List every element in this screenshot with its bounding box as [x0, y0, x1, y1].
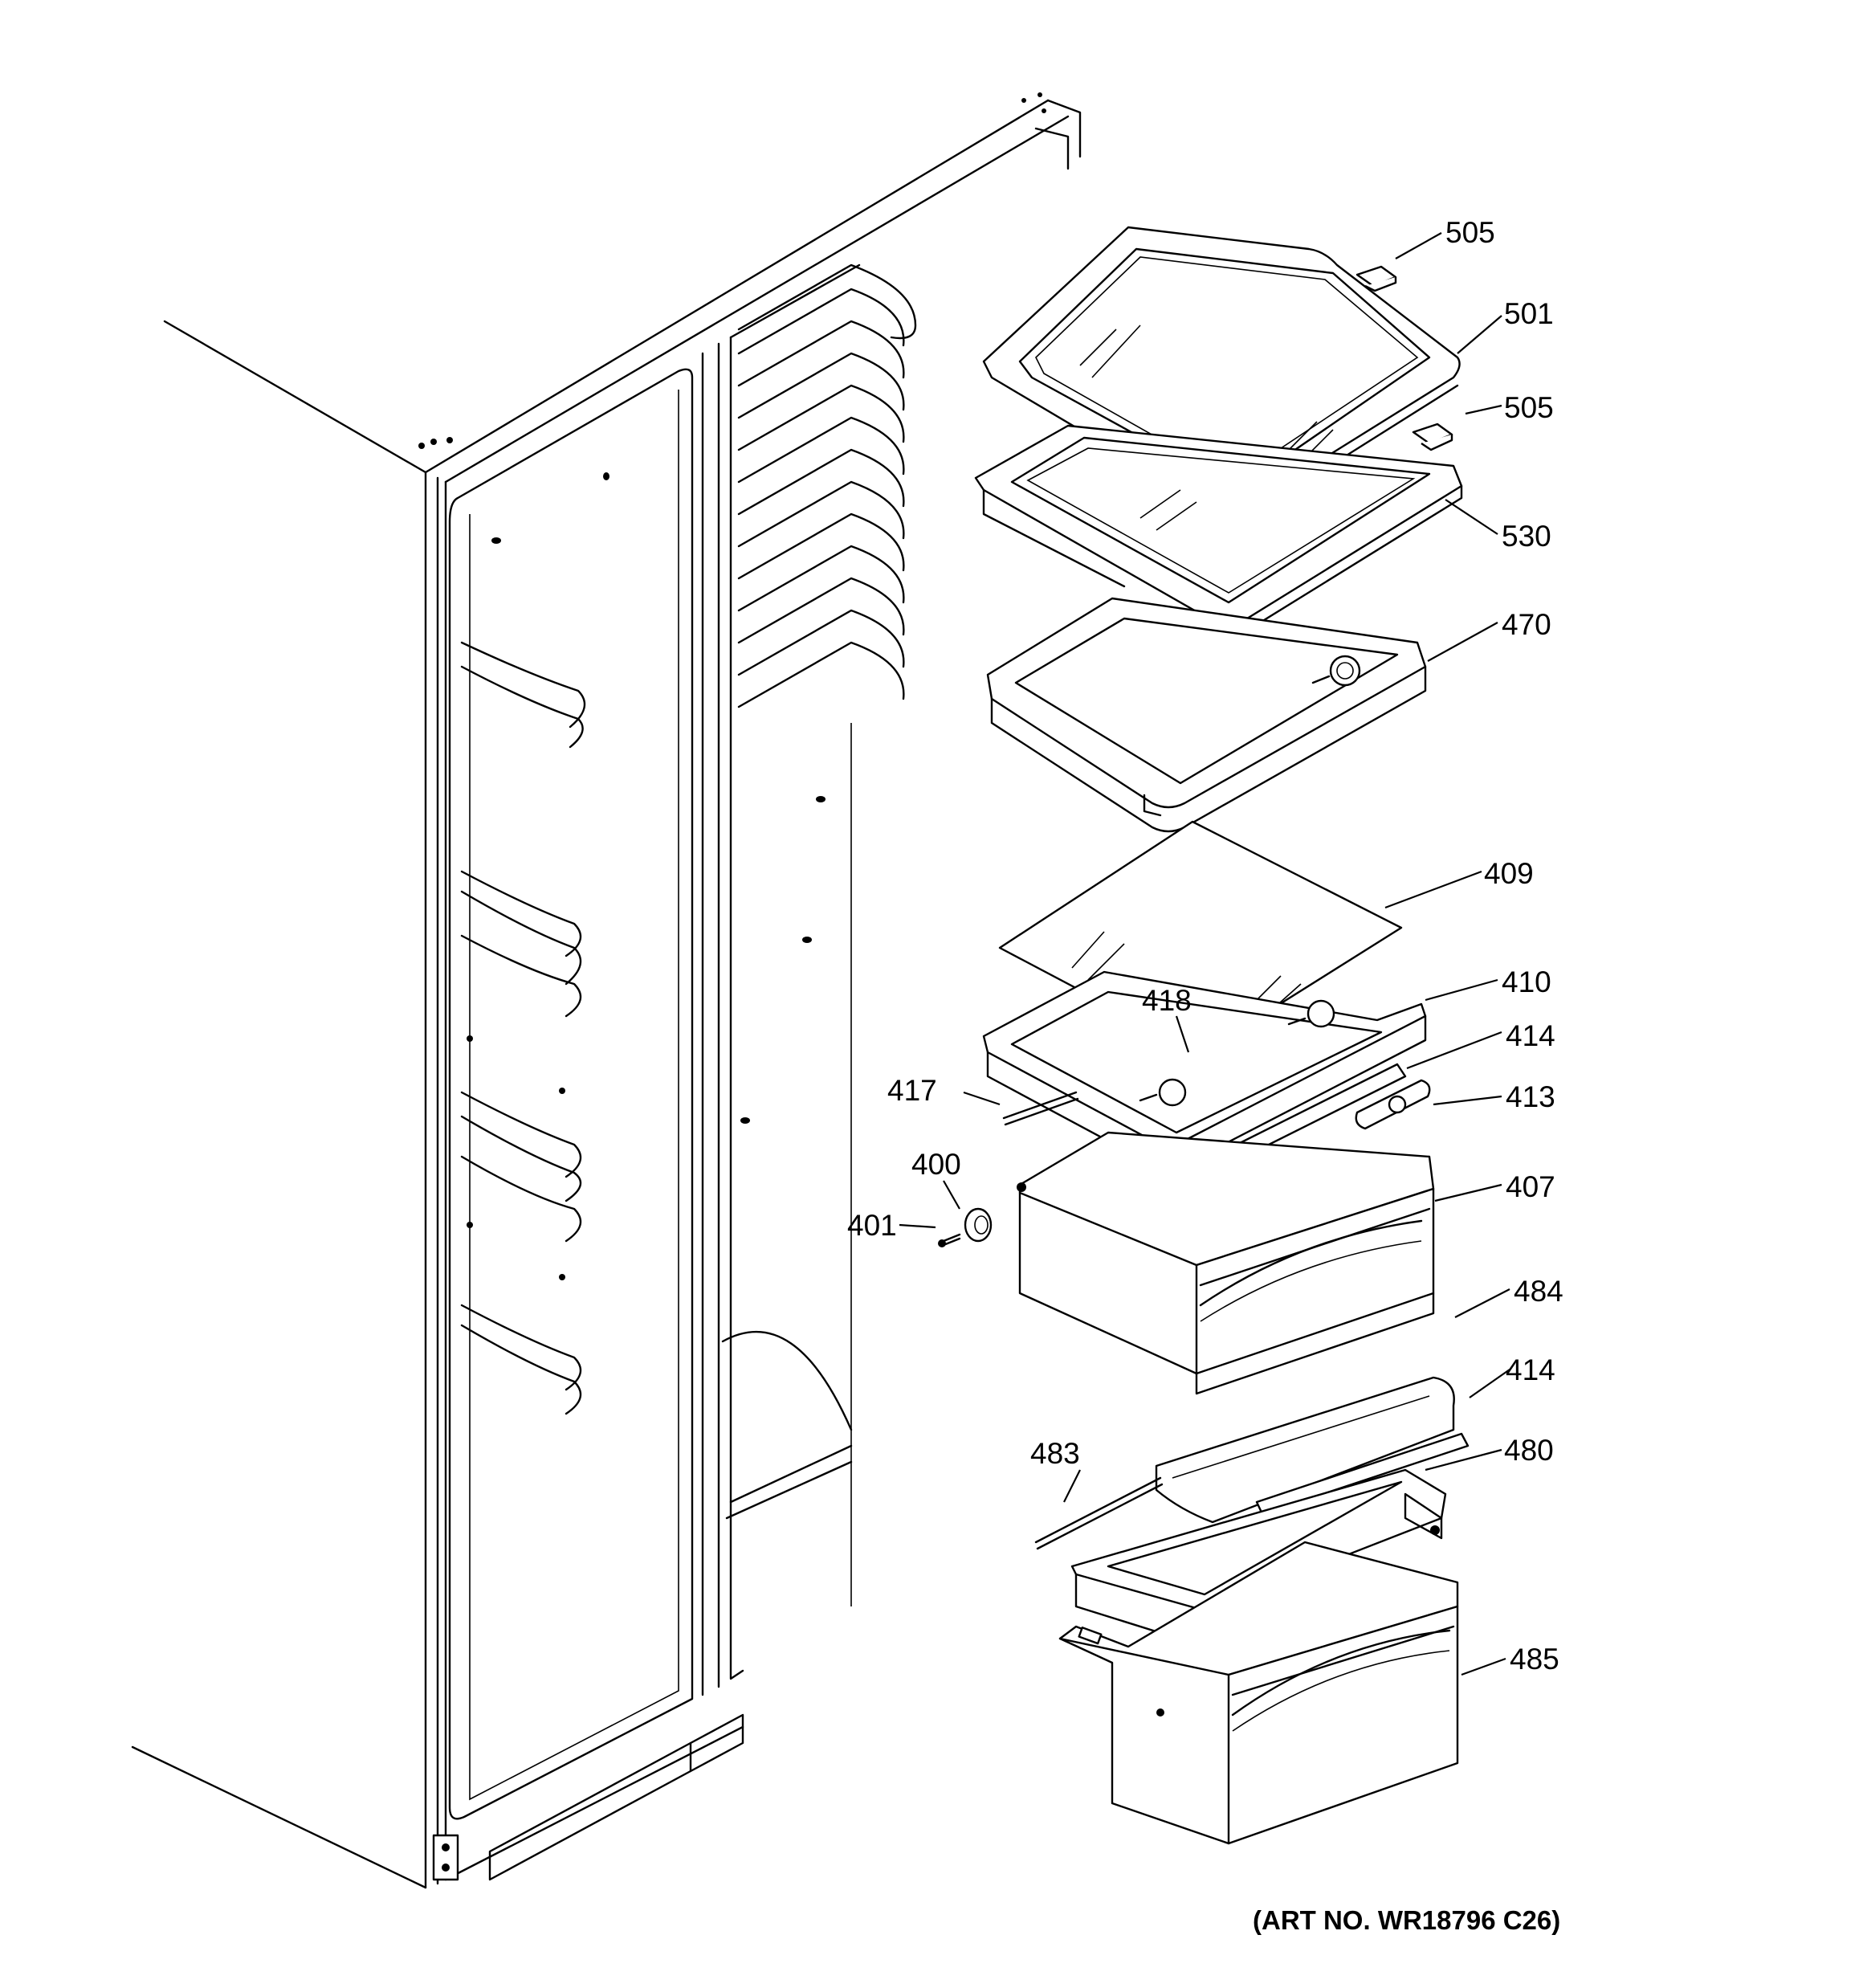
- refrigerator-cabinet: [131, 92, 1082, 1889]
- callout-414b: 414: [1506, 1353, 1555, 1386]
- cabinet-mounting-holes: [418, 92, 1046, 1280]
- callout-417: 417: [887, 1074, 937, 1107]
- callout-480: 480: [1504, 1434, 1554, 1467]
- callout-485: 485: [1510, 1643, 1559, 1676]
- callout-501: 501: [1504, 297, 1554, 330]
- part-417-rod: [1002, 1091, 1079, 1126]
- callout-483: 483: [1030, 1437, 1080, 1470]
- callout-labels: 505 501 505 530 470 409 410 418 414 417 …: [847, 216, 1563, 1676]
- part-414-trim-lower: [1255, 1432, 1470, 1516]
- part-483-rod: [1034, 1476, 1164, 1550]
- callout-418: 418: [1142, 984, 1192, 1017]
- leader-lines: [899, 232, 1510, 1676]
- part-470-shelf-frame: [986, 597, 1427, 833]
- hinge-bracket: [432, 1834, 459, 1881]
- part-505-shelf-clip-lower: [1412, 423, 1453, 451]
- part-413-roller: [1355, 1079, 1431, 1130]
- part-480-drawer-frame: [1070, 1468, 1447, 1648]
- art-number: (ART NO. WR18796 C26): [1253, 1905, 1560, 1935]
- callout-400: 400: [911, 1148, 961, 1181]
- callout-505a: 505: [1445, 216, 1495, 249]
- callout-401: 401: [847, 1209, 897, 1242]
- part-505-shelf-clip-upper: [1355, 265, 1397, 292]
- part-401-screw: [938, 1233, 961, 1247]
- callout-530: 530: [1502, 520, 1551, 553]
- callout-409: 409: [1484, 857, 1534, 890]
- part-484-drawer-cover: [1155, 1376, 1455, 1524]
- callout-407: 407: [1506, 1170, 1555, 1203]
- part-400-knob: [964, 1207, 993, 1243]
- callout-484: 484: [1514, 1275, 1563, 1308]
- callout-410: 410: [1502, 965, 1551, 998]
- part-485-lower-drawer: [1058, 1541, 1459, 1845]
- part-530-slide-shelf: [974, 424, 1463, 636]
- callout-413: 413: [1506, 1080, 1555, 1113]
- freezer-shelf-supports: [460, 641, 586, 1415]
- fresh-food-shelf-stack: [737, 263, 917, 708]
- callout-470: 470: [1502, 608, 1551, 641]
- callout-414a: 414: [1506, 1019, 1555, 1052]
- callout-505b: 505: [1504, 391, 1554, 424]
- part-407-crisper-drawer: [1017, 1131, 1435, 1395]
